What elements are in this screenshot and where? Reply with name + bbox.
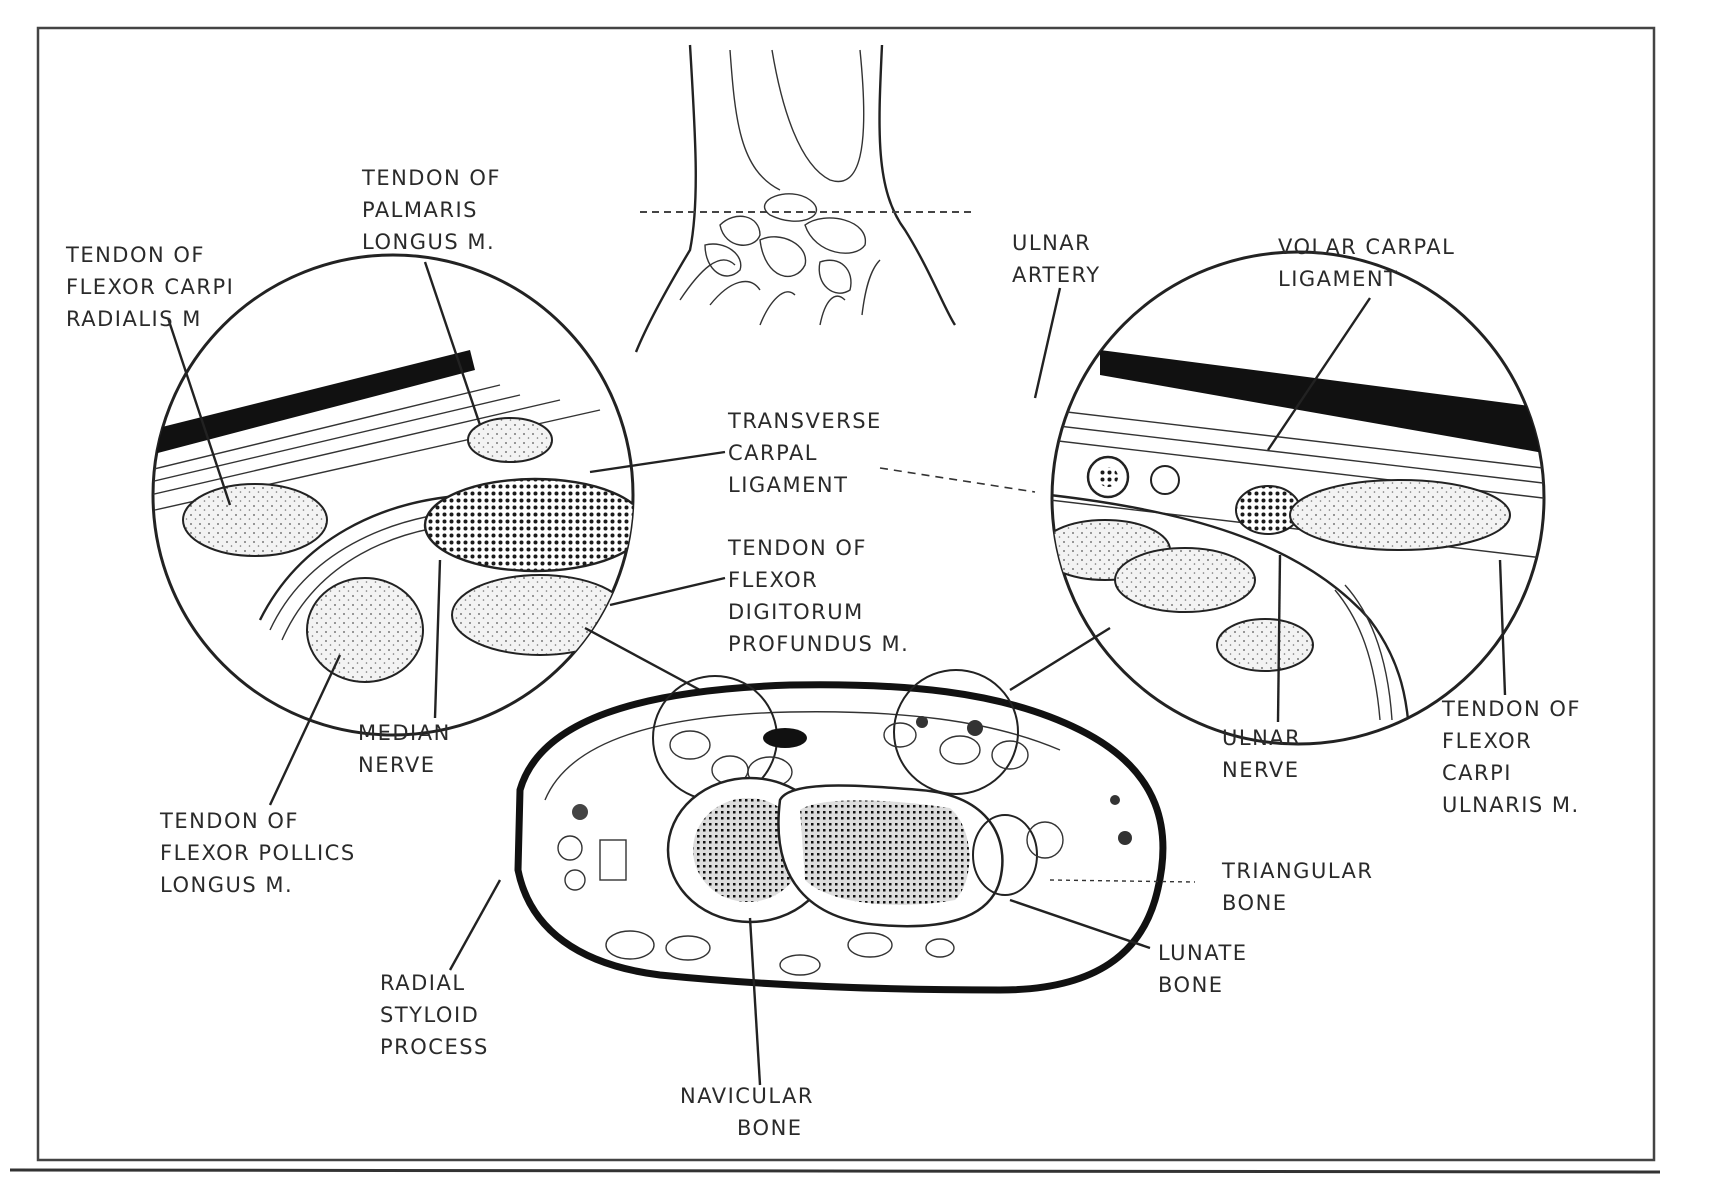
label-radial-styloid: RADIAL STYLOID PROCESS: [380, 971, 489, 1059]
label-transverse-carpal: TRANSVERSE CARPAL LIGAMENT: [727, 409, 890, 497]
label-ulnar-nerve: ULNAR NERVE: [1222, 726, 1309, 782]
label-triangular-bone: TRIANGULAR BONE: [1221, 859, 1382, 915]
label-ulnar-artery: ULNAR ARTERY: [1012, 231, 1101, 287]
fpl-tendon: [307, 578, 423, 682]
scan-edge-line: [10, 1170, 1660, 1172]
label-fcu: TENDON OF FLEXOR CARPI ULNARIS M.: [1441, 697, 1589, 817]
left-magnified-section: [150, 255, 645, 735]
fcr-tendon: [183, 484, 327, 556]
label-navicular-bone: NAVICULAR BONE: [680, 1084, 822, 1140]
right-magnified-section: [1040, 252, 1560, 760]
wrist-cross-section: [518, 670, 1195, 990]
label-fpl: TENDON OF FLEXOR POLLICS LONGUS M.: [159, 809, 364, 897]
label-fcr: TENDON OF FLEXOR CARPI RADIALIS M: [65, 243, 243, 331]
ulnar-vein: [1151, 466, 1179, 494]
wrist-outline-sketch: [636, 45, 975, 352]
label-palmaris: TENDON OF PALMARIS LONGUS M.: [361, 166, 509, 254]
median-nerve: [425, 479, 645, 571]
label-median-nerve: MEDIAN NERVE: [358, 721, 459, 777]
label-lunate-bone: LUNATE BONE: [1158, 941, 1256, 997]
label-fdp: TENDON OF FLEXOR DIGITORUM PROFUNDUS M.: [727, 536, 909, 656]
